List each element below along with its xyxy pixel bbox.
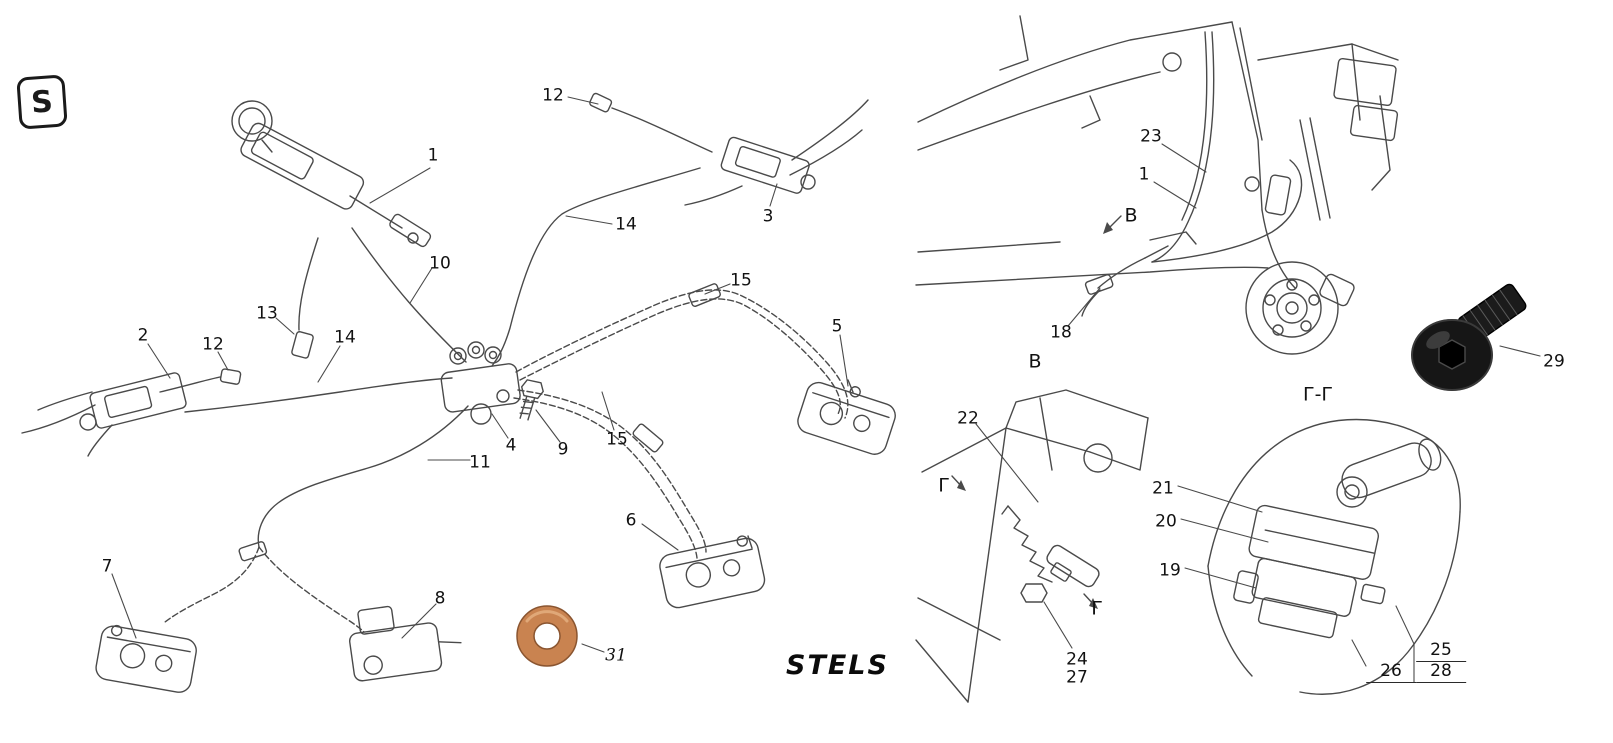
callout-13-6: 13 [256, 303, 278, 324]
callout-14-9: 14 [334, 327, 356, 348]
callout-11-14: 11 [469, 452, 491, 473]
brake-lever-2-drawing [21, 372, 187, 457]
callout-4-11: 4 [505, 435, 517, 456]
callout-12-8: 12 [202, 334, 224, 355]
callout-31-18: 31 [605, 645, 627, 666]
callout-9-12: 9 [557, 439, 569, 460]
callout-21-24: 21 [1152, 478, 1174, 499]
callout-22-23: 22 [957, 408, 979, 429]
copper-washer-31-drawing [516, 605, 578, 667]
callout-18-21: 18 [1050, 322, 1072, 343]
callout-6-15: 6 [625, 510, 637, 531]
master-cylinder-8-drawing [348, 605, 462, 682]
callout-8-17: 8 [434, 588, 446, 609]
callout-1-20: 1 [1138, 164, 1150, 185]
callout-3-2: 3 [762, 206, 774, 227]
callout-20-25: 20 [1155, 511, 1177, 532]
callout-28-31: 28 [1416, 663, 1466, 683]
section-label-Г-Г-34: Г-Г [1302, 383, 1334, 406]
section-label-Г-36: Г [1091, 597, 1103, 620]
callout-19-26: 19 [1159, 560, 1181, 581]
caliper-6-drawing [659, 535, 766, 609]
master-cylinder-1-drawing [231, 100, 432, 248]
section-label-В-33: В [1028, 350, 1042, 373]
callout-5-10: 5 [831, 316, 843, 337]
callout-1-1: 1 [427, 145, 439, 166]
bolt-29-drawing [1411, 283, 1527, 391]
section-gg-detail-drawing [1207, 418, 1461, 695]
section-label-В-32: В [1124, 204, 1138, 227]
caliper-7-drawing [95, 624, 197, 693]
callout-23-19: 23 [1140, 126, 1162, 147]
leader-lines [111, 96, 1541, 683]
callout-7-16: 7 [101, 556, 113, 577]
callout-26-29: 26 [1366, 663, 1416, 683]
caliper-5-drawing [797, 381, 896, 455]
brake-lever-3-drawing [684, 99, 869, 206]
callout-15-13: 15 [606, 429, 628, 450]
stels-wordmark: STELS [786, 650, 889, 681]
callout-24-27: 24 [1066, 649, 1088, 670]
callout-15-5: 15 [730, 270, 752, 291]
frame-drawing [915, 15, 1399, 355]
callout-29-22: 29 [1543, 351, 1565, 372]
callout-2-7: 2 [137, 325, 149, 346]
callout-10-4: 10 [429, 253, 451, 274]
callout-25-30: 25 [1416, 642, 1466, 662]
callout-27-28: 27 [1066, 667, 1088, 688]
section-b-detail-drawing [915, 389, 1149, 703]
distribution-block-4-drawing [440, 341, 521, 425]
callout-12-0: 12 [542, 85, 564, 106]
section-label-Г-35: Г [938, 474, 950, 497]
callout-14-3: 14 [615, 214, 637, 235]
